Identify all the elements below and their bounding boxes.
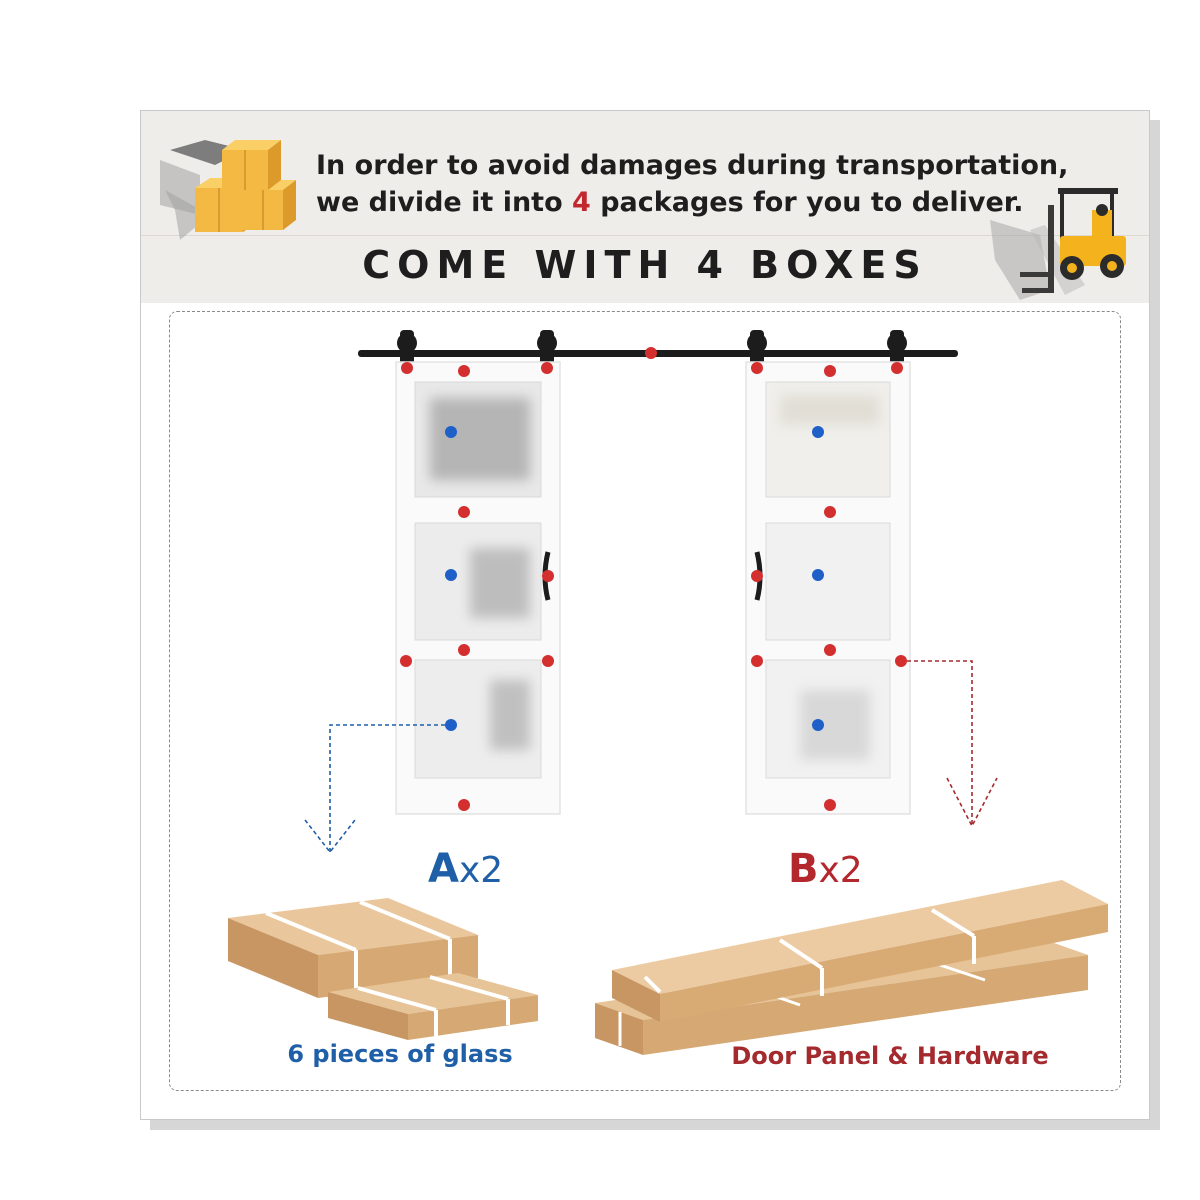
headline-line2-end: packages for you to deliver.	[590, 187, 1024, 218]
headline-package-count: 4	[572, 187, 591, 218]
glass-markers	[445, 426, 824, 731]
headline-line2-start: we divide it into	[316, 187, 573, 218]
package-a-caption: 6 pieces of glass	[287, 1040, 513, 1068]
arrow-to-package-b	[907, 660, 998, 828]
arrow-to-package-a	[304, 724, 445, 854]
package-a-label: Ax2	[428, 846, 503, 892]
headline-line1: In order to avoid damages during transpo…	[316, 150, 1069, 181]
package-b-multiplier: x2	[818, 850, 863, 891]
banner-divider	[141, 235, 1149, 236]
door-a	[395, 361, 561, 815]
header-banner: In order to avoid damages during transpo…	[141, 111, 1149, 303]
hardware-markers	[400, 347, 907, 811]
package-a-letter: A	[428, 846, 459, 892]
headline: In order to avoid damages during transpo…	[316, 147, 1116, 221]
package-b-caption: Door Panel & Hardware	[731, 1042, 1049, 1070]
package-b-label: Bx2	[788, 846, 863, 892]
forklift-icon	[990, 188, 1126, 300]
package-a-boxes	[228, 898, 538, 1040]
dashed-frame	[169, 311, 1121, 1091]
door-b	[745, 361, 911, 815]
subheading: COME WITH 4 BOXES	[362, 243, 928, 287]
package-b-boxes	[595, 880, 1108, 1055]
package-a-multiplier: x2	[458, 850, 504, 891]
package-b-letter: B	[788, 846, 819, 892]
stacked-boxes-icon	[160, 140, 296, 240]
